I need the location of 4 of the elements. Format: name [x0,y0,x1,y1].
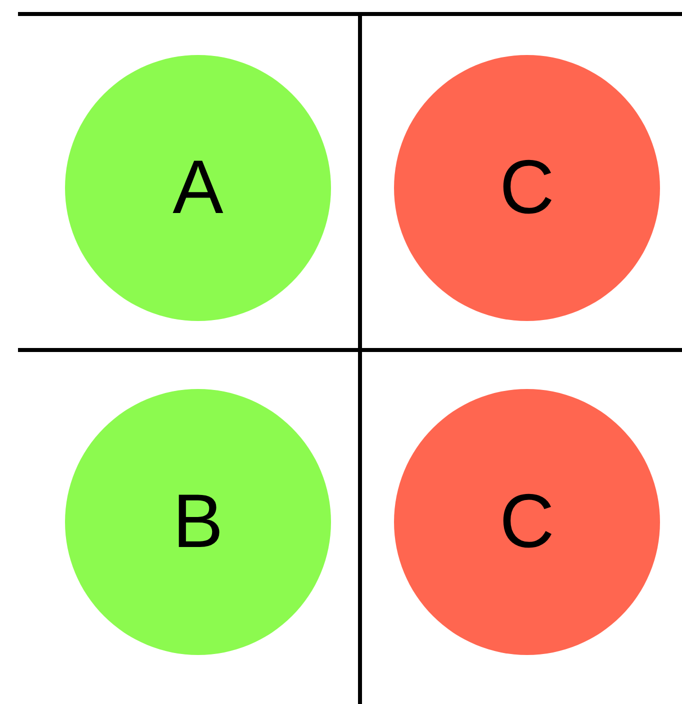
node-label: C [500,150,554,226]
node-label: C [500,484,554,560]
node-label: B [172,484,224,560]
node-label: A [172,150,224,226]
